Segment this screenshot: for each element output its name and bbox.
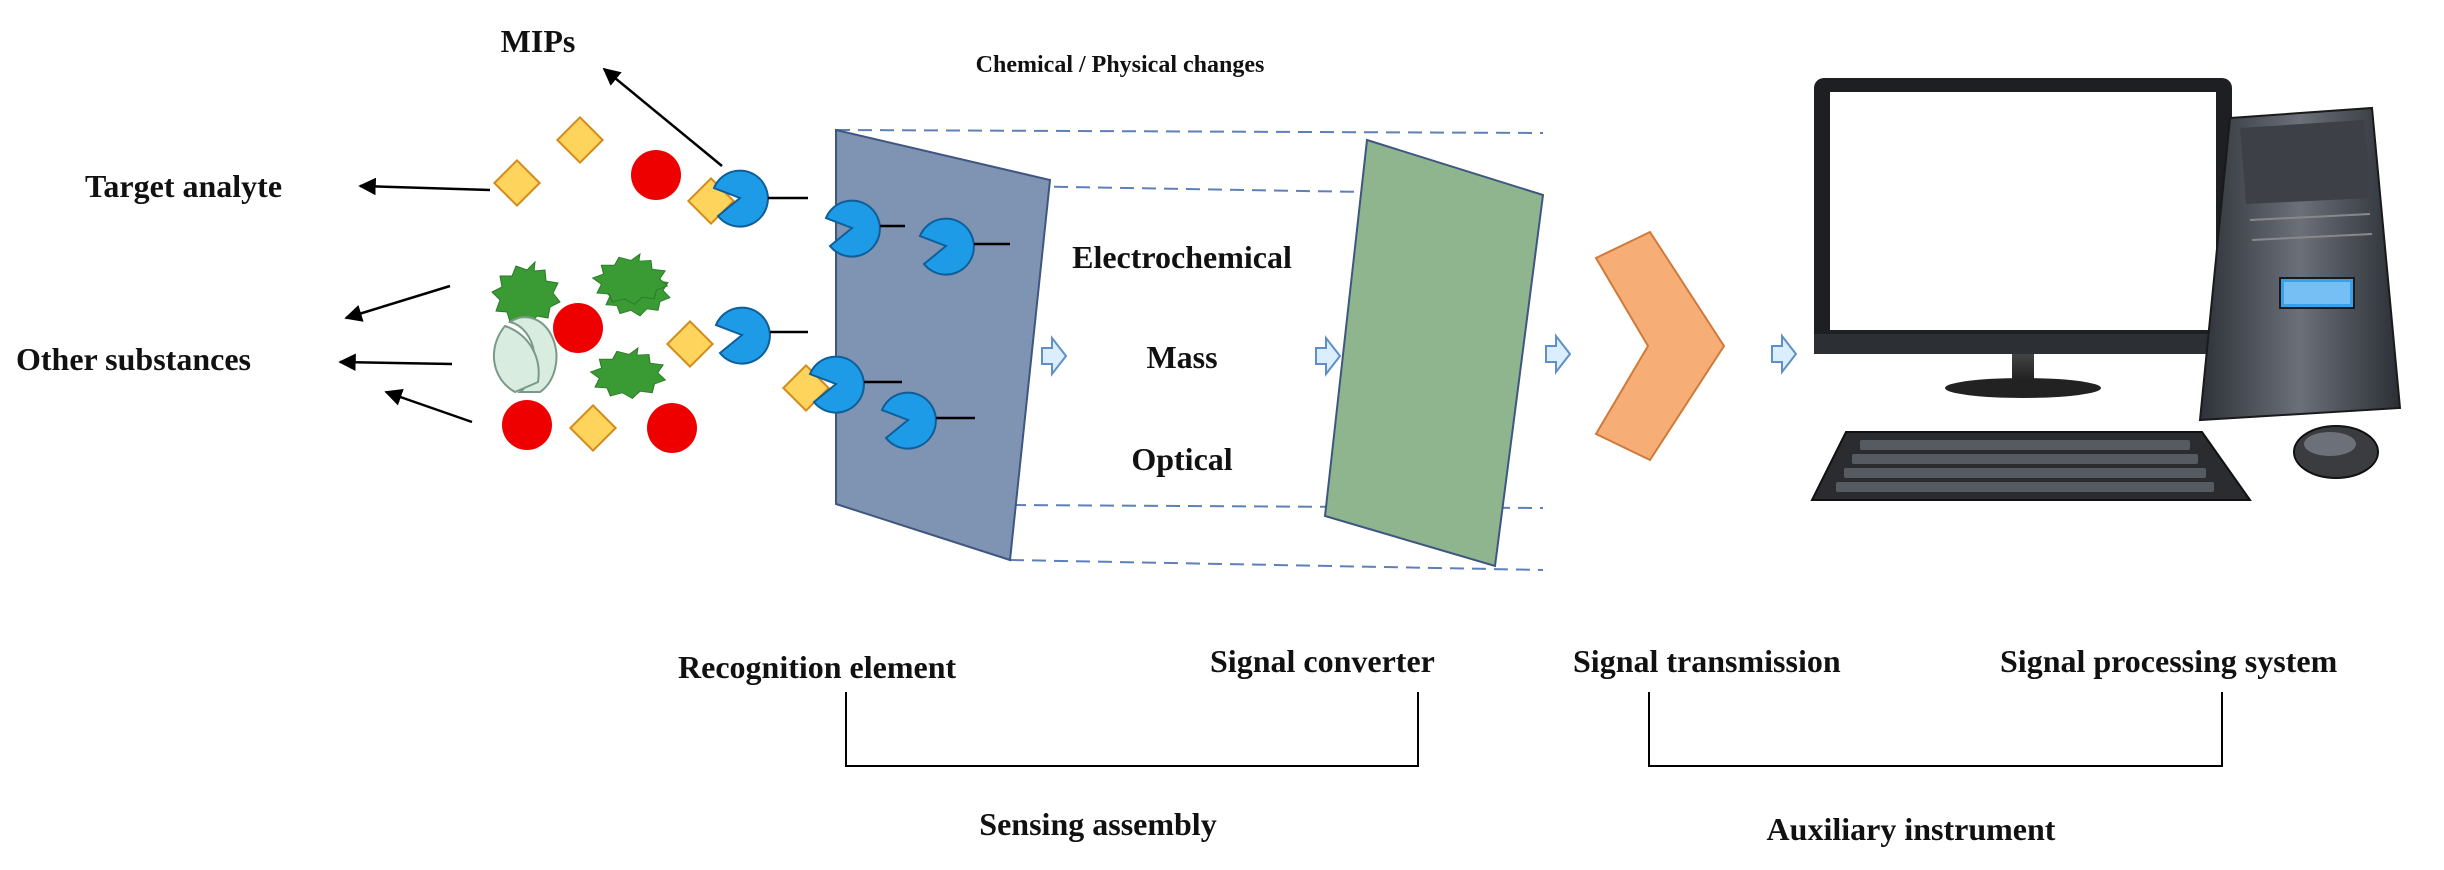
label-other-substances: Other substances — [16, 341, 251, 377]
green-particle-icon — [491, 260, 561, 326]
mip-receptor-icon — [918, 217, 975, 276]
bracket-sensing-assembly — [845, 692, 1419, 767]
flow-arrows — [1041, 333, 1798, 377]
mip-receptor-icon — [714, 306, 771, 365]
mip-receptor-icon — [808, 355, 865, 414]
red-particle-icon — [647, 403, 697, 453]
signal-chevron-icon — [1594, 230, 1726, 462]
recognition-element-panel — [835, 128, 1052, 562]
green-particle-icon — [589, 346, 667, 399]
red-particles — [502, 150, 697, 453]
red-particle-icon — [553, 303, 603, 353]
mip-receptors — [712, 169, 1010, 450]
mip-receptor-icon — [880, 391, 937, 450]
flow-arrow-icon — [1771, 333, 1798, 375]
brackets — [845, 692, 2223, 767]
label-signal-processing-system: Signal processing system — [2000, 643, 2338, 679]
red-particle-icon — [502, 400, 552, 450]
green-particle-icon — [591, 252, 669, 305]
target-analyte-icon — [568, 403, 618, 453]
target-analytes — [492, 115, 831, 453]
label-signal-converter: Signal converter — [1210, 643, 1435, 679]
label-target-analyte: Target analyte — [85, 168, 282, 204]
label-auxiliary-instrument: Auxiliary instrument — [1767, 811, 2056, 847]
pale-particle-icon — [507, 316, 558, 393]
arrow-to-target-analyte — [358, 177, 491, 196]
signal-converter-panel — [1323, 138, 1545, 568]
label-recognition-element: Recognition element — [678, 649, 957, 685]
mip-receptor-icon — [712, 169, 769, 228]
target-analyte-icon — [665, 319, 715, 369]
arrow-other-1 — [344, 284, 451, 322]
red-particle-icon — [631, 150, 681, 200]
green-particles — [491, 252, 671, 399]
arrow-to-mips — [602, 67, 723, 167]
arrow-other-3 — [384, 388, 473, 424]
target-analyte-icon — [555, 115, 605, 165]
flow-arrow-icon — [1041, 335, 1068, 377]
pale-particle-icon — [492, 324, 540, 394]
label-chemical-physical-changes: Chemical / Physical changes — [976, 52, 1265, 78]
keyboard-keys — [1836, 440, 2214, 492]
computer-icon — [1810, 78, 2402, 501]
mip-receptor-icon — [824, 199, 881, 258]
label-optical: Optical — [1131, 441, 1232, 477]
flow-arrow-icon — [1315, 335, 1342, 377]
label-electrochemical: Electrochemical — [1072, 239, 1292, 275]
arrow-other-2 — [338, 353, 453, 372]
label-sensing-assembly: Sensing assembly — [979, 806, 1216, 842]
flow-arrow-icon — [1545, 333, 1572, 375]
monitor-screen — [1830, 92, 2216, 330]
monitor-stand — [2012, 354, 2034, 384]
target-analyte-icon — [492, 158, 542, 208]
pointer-arrows — [338, 67, 723, 424]
bracket-auxiliary-instrument — [1648, 692, 2223, 767]
label-mass: Mass — [1146, 339, 1217, 375]
label-signal-transmission: Signal transmission — [1573, 643, 1841, 679]
label-mips: MIPs — [501, 23, 576, 59]
